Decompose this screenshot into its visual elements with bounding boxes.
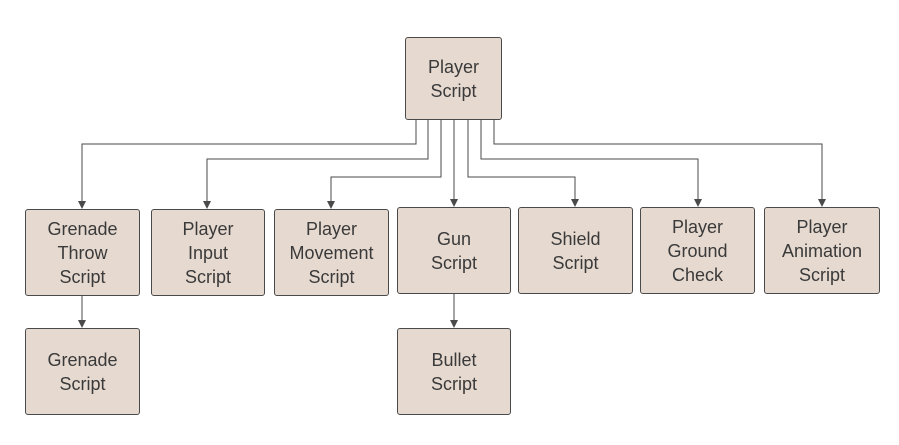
node-player-ground-check: Player Ground Check [640,207,755,294]
node-grenade-script: Grenade Script [25,328,140,415]
node-player-movement-script: Player Movement Script [274,209,389,296]
node-bullet-script: Bullet Script [397,328,511,415]
node-gun-script: Gun Script [397,207,511,294]
node-grenade-throw-script: Grenade Throw Script [25,209,140,296]
edge-player-to-ground-check [480,120,702,207]
edge-player-to-player-movement [327,120,442,209]
edge-player-to-grenade-throw [78,120,417,209]
node-shield-script: Shield Script [518,207,633,294]
node-player-script: Player Script [405,37,502,120]
edge-player-to-animation [493,120,826,207]
edge-player-to-player-input [203,120,429,209]
node-player-animation-script: Player Animation Script [764,207,880,294]
node-player-input-script: Player Input Script [151,209,265,296]
edge-player-to-shield [467,120,579,207]
